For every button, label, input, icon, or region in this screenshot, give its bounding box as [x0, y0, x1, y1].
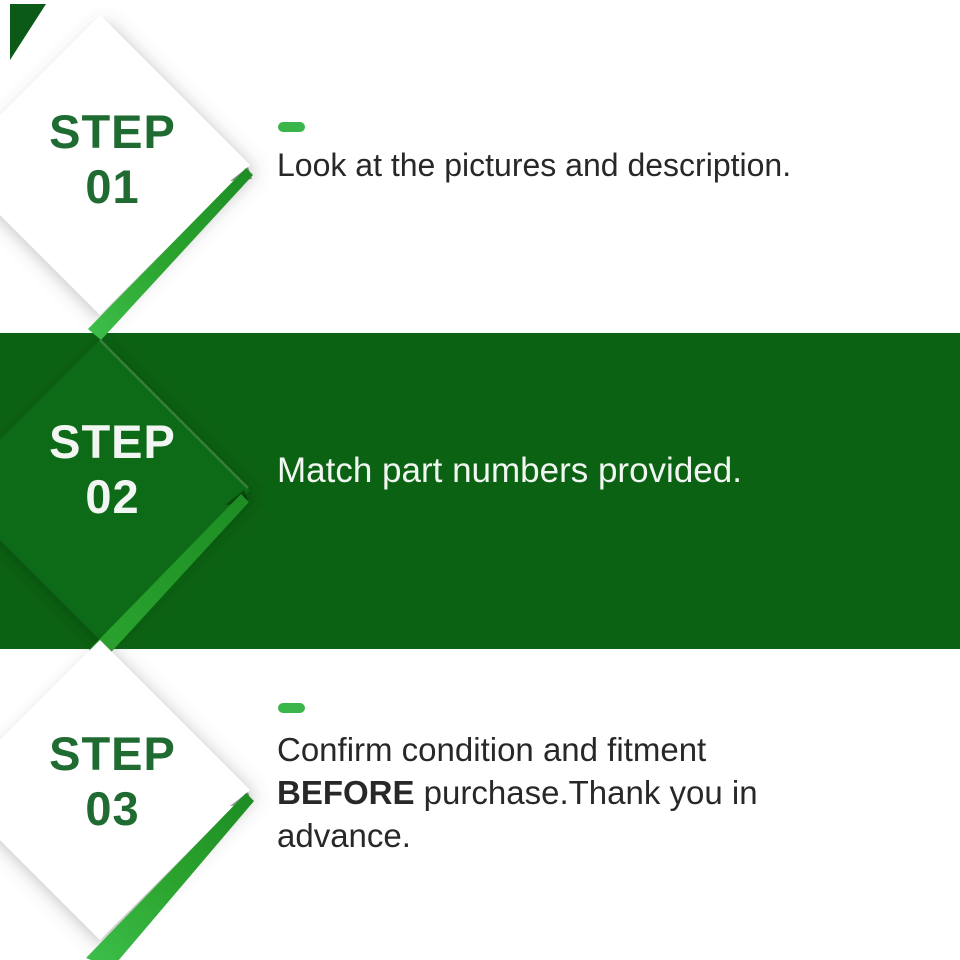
step-3-description-line1: Confirm condition and fitment [277, 731, 707, 768]
step-3-description-line2-rest: purchase.Thank you in [414, 774, 758, 811]
step-2-heading: STEP 02 [0, 414, 225, 524]
step-1-stripe [88, 168, 253, 340]
step-3-description-line3: advance. [277, 817, 411, 854]
step-3-description-bold-word: BEFORE [277, 774, 415, 811]
step-3-heading: STEP 03 [0, 726, 225, 836]
step-2-chevron-highlight [99, 339, 249, 489]
step-3-stripe [86, 793, 254, 960]
step-1-description: Look at the pictures and description. [277, 147, 792, 183]
step-2-label: STEP [49, 415, 176, 468]
step-2-description: Match part numbers provided. [277, 451, 742, 490]
step-1-number: 01 [85, 160, 140, 213]
step-2-chevron-icon [0, 340, 250, 640]
step-2-number: 02 [85, 470, 140, 523]
step-3-number: 03 [85, 782, 140, 835]
corner-triangle-icon [10, 4, 46, 60]
step-3-accent-dash-icon [278, 703, 305, 713]
step-3-label: STEP [49, 727, 176, 780]
step-1-heading: STEP 01 [0, 104, 225, 214]
step-3-chevron-icon [0, 640, 250, 940]
step-1-chevron-icon [0, 15, 250, 315]
step-3-description: Confirm condition and fitment BEFORE pur… [277, 728, 877, 857]
step-1-accent-dash-icon [278, 122, 305, 132]
step-1-label: STEP [49, 105, 176, 158]
step-2-stripe [89, 494, 249, 661]
